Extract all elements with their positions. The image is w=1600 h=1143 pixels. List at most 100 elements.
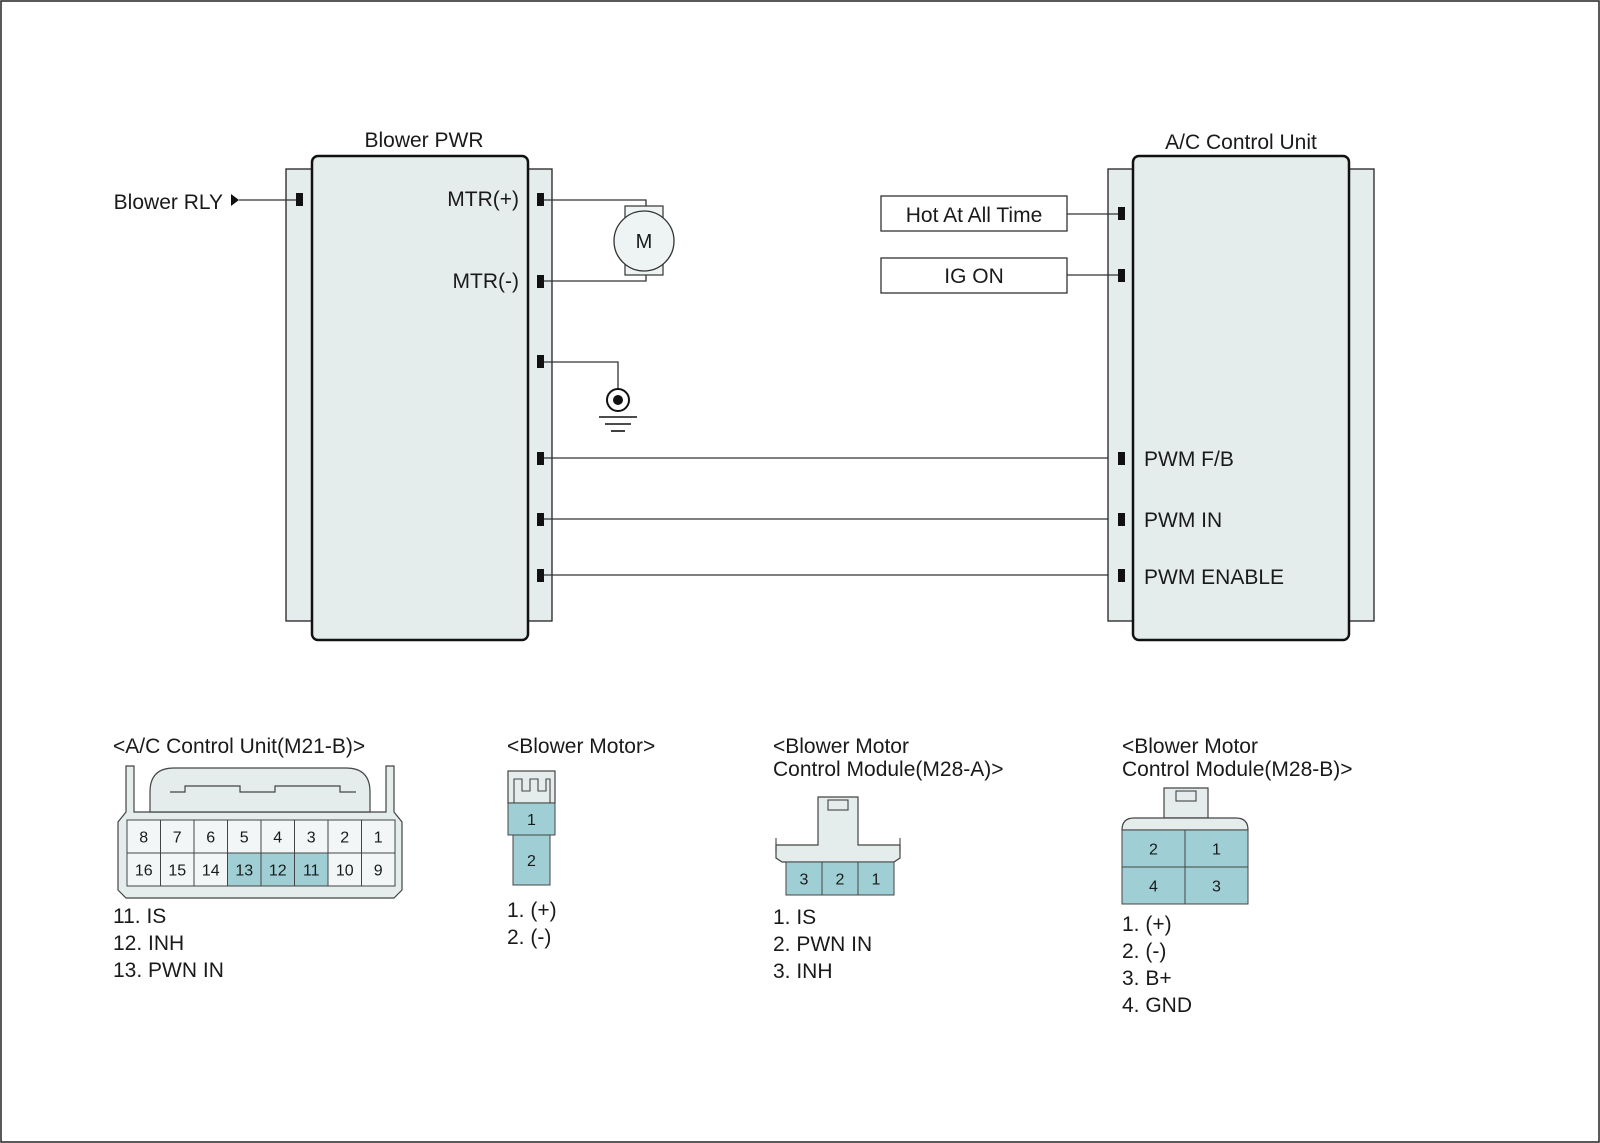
hot-at-all-time-box <box>880 195 1068 232</box>
motor-symbol: M <box>636 231 653 253</box>
terminal <box>537 275 544 288</box>
ground-wire <box>544 361 619 389</box>
connector-m28a-pins: 3 2 1 <box>785 861 895 896</box>
motor-plus-wire <box>544 199 647 207</box>
pin-number: 1 <box>872 872 881 889</box>
pin-cavity <box>294 852 329 887</box>
connector-housing <box>775 796 901 863</box>
ig-on-box <box>880 257 1068 294</box>
blower-pwr-title: Blower PWR <box>364 129 483 152</box>
pin-number: 16 <box>135 863 153 880</box>
pin-cavity <box>227 819 262 854</box>
arrow-right-icon <box>231 194 239 206</box>
pin-cavity <box>821 861 859 896</box>
connector-latch <box>149 767 371 813</box>
terminal <box>1118 269 1125 282</box>
connector-top-rail <box>1121 817 1249 831</box>
connector-m28b-legend-2: 2. (-) <box>1122 940 1166 963</box>
pin-number: 14 <box>202 863 220 880</box>
pin-cavity <box>193 819 228 854</box>
pin-number: 7 <box>173 830 182 847</box>
blower-pwr-module: Blower PWR Blower RLY MTR(+) MTR(-) <box>114 129 553 642</box>
connector-m28b-legend-3: 3. B+ <box>1122 967 1172 990</box>
hot-at-all-time-label: Hot At All Time <box>906 204 1043 227</box>
pin-cavity <box>260 819 295 854</box>
pin-label-mtr-plus: MTR(+) <box>447 188 519 211</box>
terminal <box>537 513 544 526</box>
pin-number: 2 <box>527 853 536 870</box>
connector-blower-motor-legend-2: 2. (-) <box>507 926 551 949</box>
pin-number: 3 <box>1212 879 1221 896</box>
pin-number: 6 <box>206 830 215 847</box>
pin-number: 1 <box>527 812 536 829</box>
pin-cavity <box>327 852 362 887</box>
blower-rly-label: Blower RLY <box>114 191 223 214</box>
terminal <box>537 452 544 465</box>
connector-m28b-legend-4: 4. GND <box>1122 994 1192 1017</box>
pin-number: 4 <box>273 830 282 847</box>
pin-number: 13 <box>235 863 253 880</box>
pin-cavity <box>361 819 396 854</box>
ac-unit-title: A/C Control Unit <box>1165 131 1317 154</box>
pin-number: 1 <box>1212 842 1221 859</box>
motor-minus-wire <box>544 274 647 282</box>
terminal <box>1118 207 1125 220</box>
connector-ac-m21b-legend-2: 12. INH <box>113 932 184 955</box>
pin-cavity <box>785 861 823 896</box>
pin-cavity <box>126 852 161 887</box>
pin-number: 2 <box>340 830 349 847</box>
pin-number: 1 <box>374 830 383 847</box>
ground-connection <box>544 361 637 432</box>
terminal <box>537 569 544 582</box>
connector-ac-m21b-legend-1: 11. IS <box>113 905 166 928</box>
connector-ac-m21b-title: <A/C Control Unit(M21-B)> <box>113 735 365 758</box>
terminal <box>1118 569 1125 582</box>
connector-m28b-pins: 2 1 4 3 <box>1121 829 1249 905</box>
blower-motor-symbol: M <box>544 199 675 282</box>
terminal <box>537 193 544 206</box>
ig-on-label: IG ON <box>944 265 1004 288</box>
pin-number: 2 <box>836 872 845 889</box>
pin-label-pwm-in: PWM IN <box>1144 509 1222 532</box>
pin-cavity <box>1184 866 1249 905</box>
connector-ac-m21b-legend-3: 13. PWN IN <box>113 959 224 982</box>
pin-number: 11 <box>303 863 320 880</box>
pin-cavity <box>361 852 396 887</box>
ground-icon-dot <box>613 395 623 405</box>
ac-unit-body <box>1131 154 1351 642</box>
pin-number: 4 <box>1149 879 1158 896</box>
connector-m28b: <Blower Motor Control Module(M28-B)> 2 1 4… <box>1121 735 1353 1017</box>
motor-icon <box>613 210 675 272</box>
connector-m28a-legend-2: 2. PWN IN <box>773 933 872 956</box>
blower-motor-pin-1 <box>507 802 556 836</box>
pin-cavity <box>857 861 895 896</box>
pin-number: 3 <box>800 872 809 889</box>
connector-m28a-title-1: <Blower Motor <box>773 735 909 758</box>
terminal <box>1118 452 1125 465</box>
pin-number: 8 <box>139 830 148 847</box>
ac-control-unit: A/C Control Unit Hot At All Time IG ON P… <box>880 131 1375 642</box>
connector-m28b-title-2: Control Module(M28-B)> <box>1122 758 1353 781</box>
connector-m28a: <Blower Motor Control Module(M28-A)> 3 2 1… <box>773 735 1004 983</box>
pin-number: 2 <box>1149 842 1158 859</box>
pin-label-pwm-fb: PWM F/B <box>1144 448 1234 471</box>
connector-latch <box>1163 787 1209 819</box>
connector-m28b-title-1: <Blower Motor <box>1122 735 1258 758</box>
pin-cavity <box>126 819 161 854</box>
pin-label-pwm-enable: PWM ENABLE <box>1144 566 1284 589</box>
connector-m28a-title-2: Control Module(M28-A)> <box>773 758 1004 781</box>
connector-blower-motor-title: <Blower Motor> <box>507 735 655 758</box>
pin-number: 15 <box>168 863 186 880</box>
pin-number: 10 <box>336 863 354 880</box>
connector-cap <box>507 770 556 804</box>
connector-m28a-legend-1: 1. IS <box>773 906 816 929</box>
pin-number: 9 <box>374 863 383 880</box>
connector-m28b-legend-1: 1. (+) <box>1122 913 1172 936</box>
connector-blower-motor: <Blower Motor> 1 2 1. (+) 2. (-) <box>507 735 655 949</box>
pin-number: 5 <box>240 830 249 847</box>
pin-cavity <box>1121 866 1186 905</box>
pin-cavity <box>1184 829 1249 868</box>
connector-blower-motor-legend-1: 1. (+) <box>507 899 557 922</box>
